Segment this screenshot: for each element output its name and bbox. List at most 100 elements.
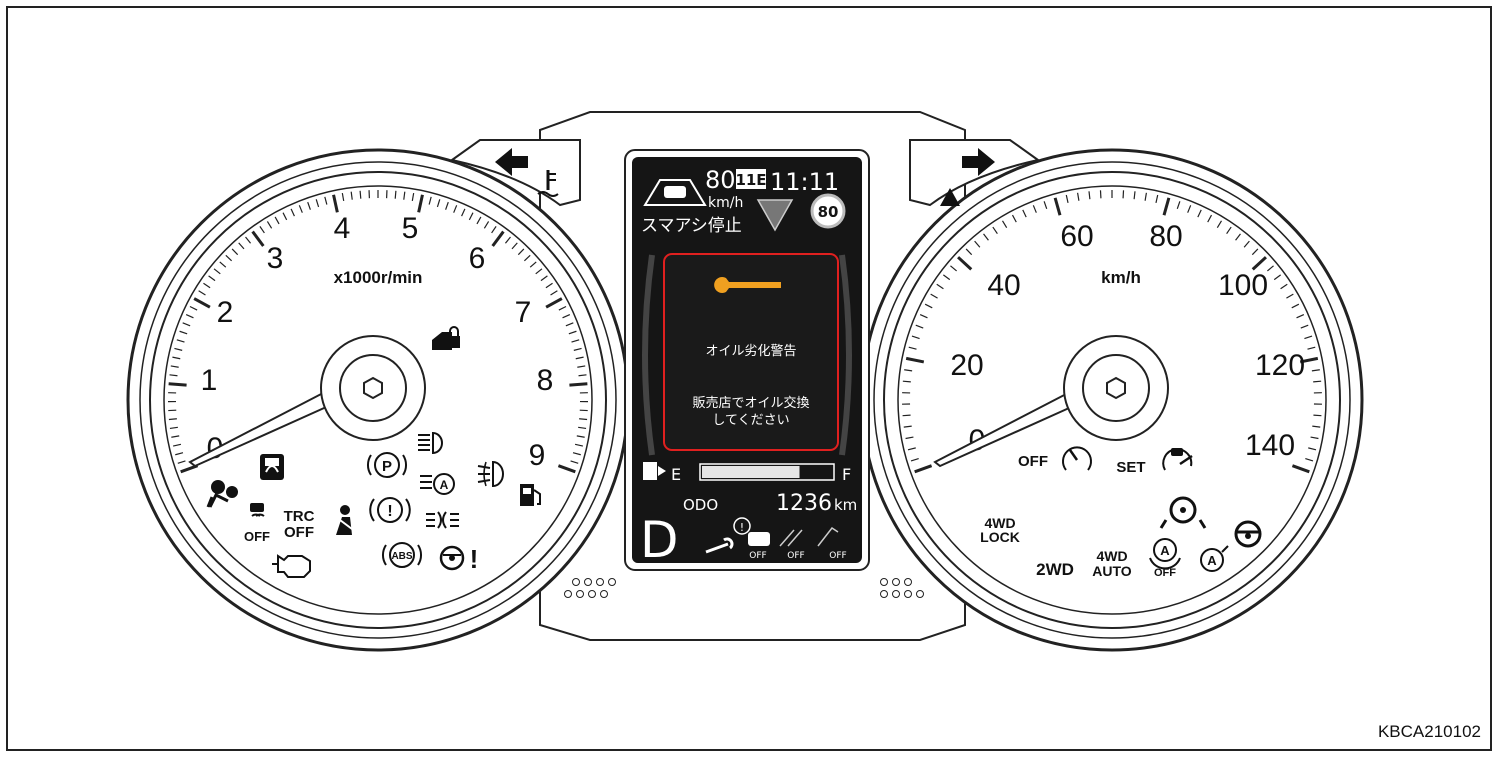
maintenance-wrench-icon (705, 537, 734, 554)
minor-tick (461, 208, 466, 217)
fuel-bar-fill (702, 466, 800, 478)
minor-tick (189, 305, 198, 311)
auto-4wd-label-bottom: AUTO (1092, 563, 1132, 579)
speaker-dots-right (880, 578, 924, 598)
minor-tick (1155, 194, 1159, 203)
off-label-3: OFF (829, 551, 846, 561)
brake-label: ! (387, 503, 392, 520)
warning-message-line1: 販売店でオイル交換 (692, 395, 809, 411)
minor-tick (579, 418, 588, 421)
minor-tick (545, 282, 553, 289)
minor-tick (1216, 220, 1223, 228)
odo-unit: km (834, 496, 857, 514)
minor-tick (428, 196, 432, 205)
minor-tick (445, 201, 449, 210)
display-clock: 11:11 (770, 168, 839, 196)
off-label-2: OFF (787, 551, 804, 561)
minor-tick (1313, 414, 1322, 417)
adaptive-cruise-icon (1162, 448, 1193, 471)
minor-tick (1243, 240, 1250, 248)
minor-tick (324, 196, 328, 205)
minor-tick (1088, 191, 1091, 200)
warning-box (663, 253, 839, 451)
tach-ticks (168, 190, 588, 474)
minor-tick (910, 458, 919, 462)
major-tick (957, 256, 973, 271)
minor-tick (568, 330, 577, 335)
minor-tick (523, 254, 531, 262)
mode-2wd-label: 2WD (1036, 560, 1074, 579)
minor-tick (936, 283, 944, 290)
minor-tick (915, 324, 924, 329)
minor-tick (359, 190, 362, 199)
minor-tick (540, 275, 548, 282)
minor-tick (168, 418, 177, 421)
door-lock-icon (432, 326, 460, 350)
major-tick (1291, 464, 1310, 474)
minor-tick (453, 205, 458, 213)
minor-tick (169, 374, 178, 377)
minor-tick (911, 335, 920, 340)
display-gear-box: 11E (735, 171, 766, 189)
minor-tick (174, 347, 183, 351)
coolant-temp-icon (537, 170, 559, 197)
minor-tick (1308, 447, 1317, 451)
tach-label-5: 5 (402, 212, 419, 245)
a-letter: A (1207, 553, 1217, 568)
minor-tick (1022, 209, 1027, 218)
minor-tick (468, 212, 474, 221)
slip-off-label: OFF (244, 529, 270, 544)
minor-tick (436, 199, 441, 208)
cruise-set-label: SET (1116, 459, 1145, 476)
minor-tick (511, 242, 518, 250)
skid-control-icon (260, 454, 284, 480)
stop-sign-icon (756, 199, 794, 232)
minor-tick (171, 435, 180, 438)
speedo-ring-3 (883, 171, 1341, 629)
minor-tick (238, 242, 245, 250)
steering-wheel-icon (1234, 520, 1262, 548)
tach-ring-2 (139, 161, 617, 639)
minor-tick (529, 261, 537, 268)
minor-tick (974, 240, 981, 248)
tach-hub-bolt (363, 376, 383, 400)
tach-label-1: 1 (201, 364, 218, 397)
major-tick (1251, 256, 1267, 271)
major-tick (332, 194, 339, 213)
minor-tick (208, 275, 216, 282)
trc-off-label-bottom: OFF (284, 524, 314, 541)
minor-tick (1187, 205, 1192, 213)
minor-tick (1307, 346, 1316, 350)
seatbelt-icon (335, 505, 357, 535)
gear-indicator: D (640, 511, 679, 569)
auto-stop-off-icon: A OFF (1149, 538, 1181, 579)
minor-tick (919, 314, 928, 319)
auto-4wd-label-top: 4WD (1096, 548, 1127, 564)
minor-tick (1310, 436, 1319, 440)
minor-tick (483, 221, 490, 229)
minor-tick (907, 447, 916, 451)
minor-tick (575, 356, 584, 360)
minor-tick (1280, 283, 1288, 290)
minor-tick (307, 201, 311, 210)
minor-tick (992, 226, 998, 235)
slip-off-icon: OFF (244, 503, 270, 544)
tach-label-6: 6 (469, 242, 486, 275)
abs-icon: ABS (381, 542, 423, 568)
minor-tick (198, 290, 206, 296)
parking-brake-icon: P (366, 452, 408, 478)
tach-label-7: 7 (515, 296, 532, 329)
speedo-ticks (902, 190, 1322, 474)
minor-tick (576, 435, 585, 438)
major-tick (569, 382, 588, 387)
minor-tick (274, 216, 280, 225)
minor-tick (290, 208, 295, 217)
tach-label-2: 2 (217, 296, 234, 329)
hazard-icon (940, 188, 960, 206)
major-tick (1162, 197, 1171, 216)
minor-tick (1207, 214, 1213, 223)
minor-tick (562, 314, 571, 319)
minor-tick (219, 261, 227, 268)
speedo-label-120: 120 (1255, 349, 1305, 382)
minor-tick (517, 248, 525, 256)
